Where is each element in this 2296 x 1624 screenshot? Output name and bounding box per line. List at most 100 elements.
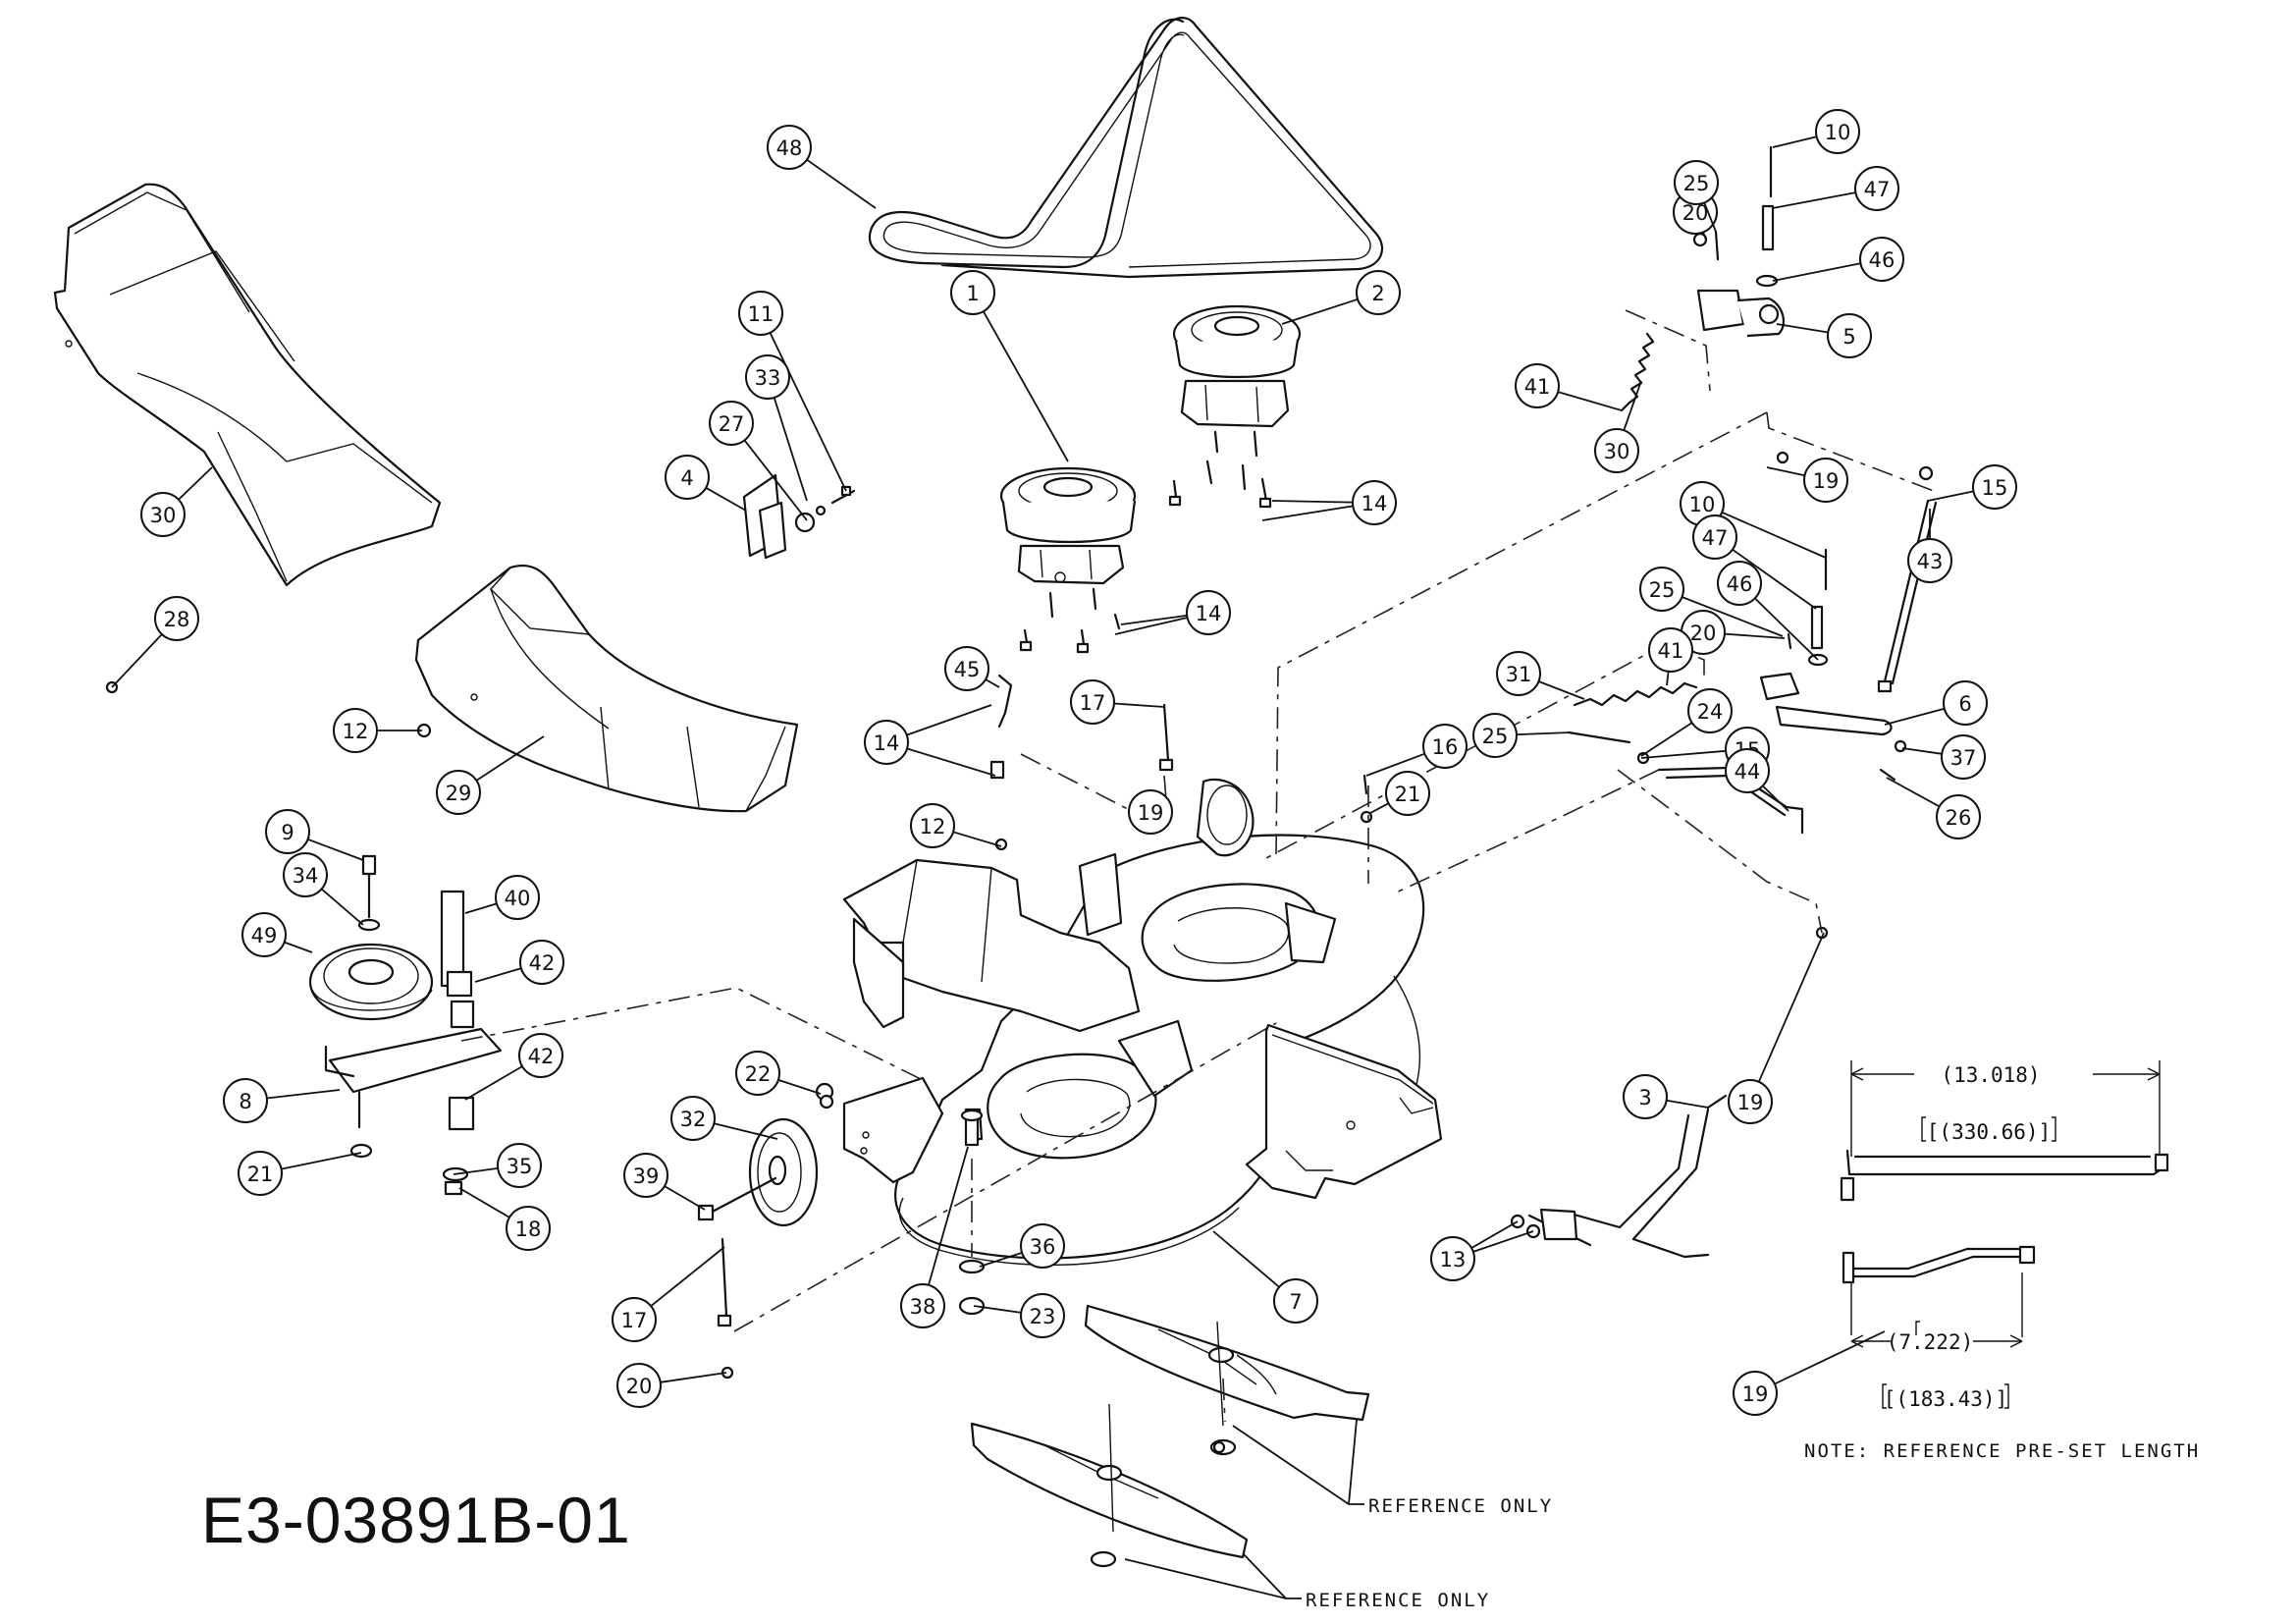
callout-washer-upper: 46 — [1772, 237, 1904, 282]
callout-circle — [1070, 679, 1115, 725]
callout-blade-nut: 22 — [735, 1051, 822, 1096]
callout-cotter-pin-upper: 25 — [1472, 713, 1572, 758]
callout-washer-pulley: 33 — [745, 354, 808, 502]
callout-number: 3 — [1638, 1086, 1651, 1110]
callout-bracket: 4 — [665, 455, 747, 512]
callout-leader — [464, 902, 498, 914]
callout-circle — [1941, 734, 1986, 780]
callout-number: 14 — [1362, 492, 1388, 515]
callout-layer: 1234567891010111212131414141515161717181… — [111, 109, 2017, 1416]
callout-circle — [518, 1033, 563, 1078]
callout-bolt: 9 — [265, 809, 364, 861]
callout-number: 42 — [529, 951, 556, 975]
callout-leader — [453, 1167, 499, 1175]
callout-number: 7 — [1289, 1290, 1302, 1314]
callout-number: 33 — [755, 366, 781, 390]
callout-leader — [1732, 548, 1817, 610]
callout-leader — [1774, 1330, 1886, 1385]
callout-number: 40 — [505, 887, 531, 910]
callout-screws-spindle-left: 14 — [1114, 590, 1231, 635]
callout-number: 24 — [1697, 700, 1724, 724]
callout-leader — [111, 633, 163, 688]
callout-number: 19 — [1737, 1091, 1764, 1114]
callout-spring-anchor-lower: 41 — [1648, 627, 1693, 686]
callout-number: 14 — [1196, 602, 1222, 625]
callout-number: 9 — [281, 821, 294, 844]
callout-circle — [1594, 428, 1639, 473]
callout-number: 32 — [680, 1108, 707, 1131]
callout-leader — [985, 678, 1000, 688]
callout-leader — [777, 1079, 822, 1095]
mower-deck-drawing — [815, 778, 1443, 1267]
callout-leader — [1365, 752, 1425, 777]
callout-circle — [154, 596, 199, 641]
callout-circle — [1827, 313, 1872, 358]
callout-leader — [973, 1305, 1022, 1314]
callout-number: 49 — [251, 924, 278, 947]
dimension-graphics — [1840, 1060, 2169, 1409]
note-reference-length: NOTE: REFERENCE PRE-SET LENGTH — [1804, 1440, 2200, 1462]
callout-circle — [950, 270, 995, 315]
callout-circle — [265, 809, 310, 854]
callout-number: 10 — [1825, 121, 1851, 144]
callout-number: 1 — [966, 282, 979, 305]
callout-circle — [1020, 1223, 1065, 1269]
callout-number: 12 — [343, 720, 369, 743]
callout-leader — [1757, 932, 1825, 1083]
callout-leader — [1472, 1230, 1534, 1253]
callout-number: 5 — [1842, 325, 1855, 349]
callout-cotter-pin-lower: 25 — [1639, 567, 1784, 637]
callout-nut-idler: 18 — [458, 1187, 551, 1251]
callout-circle — [1692, 514, 1737, 560]
callout-circle — [238, 1151, 283, 1196]
callout-circle — [612, 1297, 657, 1342]
callout-leader — [1766, 466, 1805, 477]
callout-number: 17 — [1080, 691, 1106, 715]
reference-only-label-upper: REFERENCE ONLY — [1368, 1495, 1553, 1517]
callout-leader — [1927, 490, 1974, 502]
dimension-length-top-mm: [(330.66)] — [1927, 1120, 2051, 1144]
callout-leader — [650, 1246, 725, 1307]
callout-leader — [928, 1146, 969, 1286]
callout-leader — [475, 735, 545, 782]
deflector-shield-drawing — [53, 183, 442, 587]
callout-spacer-upper: 42 — [474, 940, 564, 985]
reference-leader-upper — [1232, 1419, 1364, 1505]
callout-circle — [1648, 627, 1693, 673]
callout-circle — [910, 803, 955, 848]
callout-adjustment-rod: 43 — [1907, 509, 1952, 583]
callout-number: 38 — [910, 1295, 936, 1319]
callout-mower-deck: 7 — [1212, 1230, 1318, 1324]
callout-leader — [284, 941, 313, 953]
callout-circle — [333, 708, 378, 753]
callout-leader — [1666, 1099, 1709, 1109]
callout-circle — [623, 1153, 668, 1198]
callout-leader — [1682, 596, 1784, 637]
callout-washer-bracket: 32 — [670, 1096, 778, 1141]
callout-grease-fitting: 37 — [1901, 734, 1986, 780]
callout-number: 4 — [680, 466, 693, 490]
callout-number: 20 — [1682, 201, 1709, 225]
callout-circle — [1936, 794, 1981, 839]
dimension-length-bottom-in: (7.222) — [1887, 1330, 1974, 1354]
callout-leader — [983, 310, 1069, 462]
callout-circle — [864, 720, 909, 765]
callout-gauge-wheel: 31 — [1496, 651, 1585, 700]
idler-bracket-upper-drawing — [1692, 145, 1786, 338]
callout-circle — [1352, 480, 1397, 525]
callout-number: 21 — [1395, 783, 1421, 806]
callout-spring-anchor-upper: 41 — [1515, 363, 1623, 411]
callout-circle — [1674, 160, 1719, 205]
callout-number: 46 — [1727, 572, 1753, 596]
callout-number: 11 — [748, 302, 774, 326]
callout-screws-baffle: 14 — [864, 704, 996, 777]
callout-nut-lower-right: 19 — [1733, 1330, 1886, 1416]
callout-circle — [1854, 166, 1899, 211]
callout-circle — [1815, 109, 1860, 154]
callout-leader — [1724, 632, 1786, 639]
callout-leader — [714, 1122, 778, 1140]
callout-number: 8 — [239, 1090, 251, 1113]
callout-leader — [1120, 615, 1188, 625]
blades-drawing — [970, 1304, 1370, 1568]
callout-number: 29 — [446, 782, 472, 805]
